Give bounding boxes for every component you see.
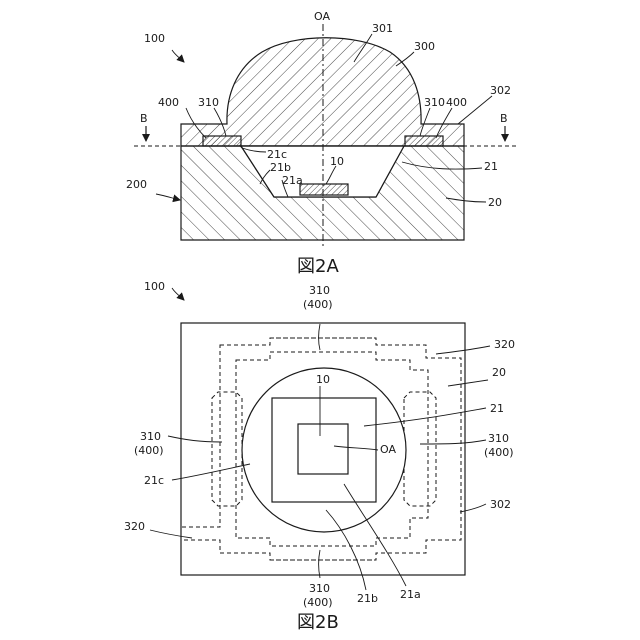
label-310-top: 310 bbox=[309, 284, 330, 297]
label-320-bottom: 320 bbox=[124, 520, 145, 533]
label-310-left: 310 bbox=[140, 430, 161, 443]
label-21c-b: 21c bbox=[144, 474, 164, 487]
label-300: 300 bbox=[414, 40, 435, 53]
bonding-member-310-right bbox=[405, 136, 443, 146]
label-310-right: 310 bbox=[488, 432, 509, 445]
label-21: 21 bbox=[484, 160, 498, 173]
label-21b-top: 21 bbox=[490, 402, 504, 415]
label-302-b: 302 bbox=[490, 498, 511, 511]
label-400-left: (400) bbox=[134, 444, 164, 457]
label-21c: 21c bbox=[267, 148, 287, 161]
label-10: 10 bbox=[330, 155, 344, 168]
label-320-top: 320 bbox=[494, 338, 515, 351]
figure-2b: 100 310 (400) 320 20 10 21 310 (400) 310… bbox=[124, 280, 515, 633]
label-20b: 20 bbox=[492, 366, 506, 379]
label-310-right: 310 bbox=[424, 96, 445, 109]
leader-200 bbox=[156, 194, 180, 200]
figure-2a: 100 OA 301 300 302 400 310 310 400 B B 2… bbox=[126, 10, 518, 277]
label-b-left: B bbox=[140, 112, 148, 125]
label-100b: 100 bbox=[144, 280, 165, 293]
label-b-right: B bbox=[500, 112, 508, 125]
label-20: 20 bbox=[488, 196, 502, 209]
leader-100b bbox=[172, 288, 184, 300]
caption-fig-2a: 図2A bbox=[297, 256, 339, 277]
label-21b-bottom: 21b bbox=[357, 592, 378, 605]
label-400-top: (400) bbox=[303, 298, 333, 311]
label-100: 100 bbox=[144, 32, 165, 45]
label-310-bottom: 310 bbox=[309, 582, 330, 595]
label-oa: OA bbox=[314, 10, 330, 23]
label-400-left: 400 bbox=[158, 96, 179, 109]
bonding-member-310-left bbox=[203, 136, 241, 146]
label-21a: 21a bbox=[282, 174, 303, 187]
label-10b: 10 bbox=[316, 373, 330, 386]
leader-100a bbox=[172, 50, 184, 62]
label-400-right: (400) bbox=[484, 446, 514, 459]
label-301: 301 bbox=[372, 22, 393, 35]
label-21a-bottom: 21a bbox=[400, 588, 421, 601]
label-21b: 21b bbox=[270, 161, 291, 174]
light-emitting-element-10 bbox=[300, 184, 348, 195]
label-302: 302 bbox=[490, 84, 511, 97]
label-oa-b: OA bbox=[380, 443, 396, 456]
caption-fig-2b: 図2B bbox=[297, 612, 339, 633]
label-400-bottom: (400) bbox=[303, 596, 333, 609]
label-310-left: 310 bbox=[198, 96, 219, 109]
element-square-10 bbox=[298, 424, 348, 474]
label-200: 200 bbox=[126, 178, 147, 191]
label-400-right: 400 bbox=[446, 96, 467, 109]
